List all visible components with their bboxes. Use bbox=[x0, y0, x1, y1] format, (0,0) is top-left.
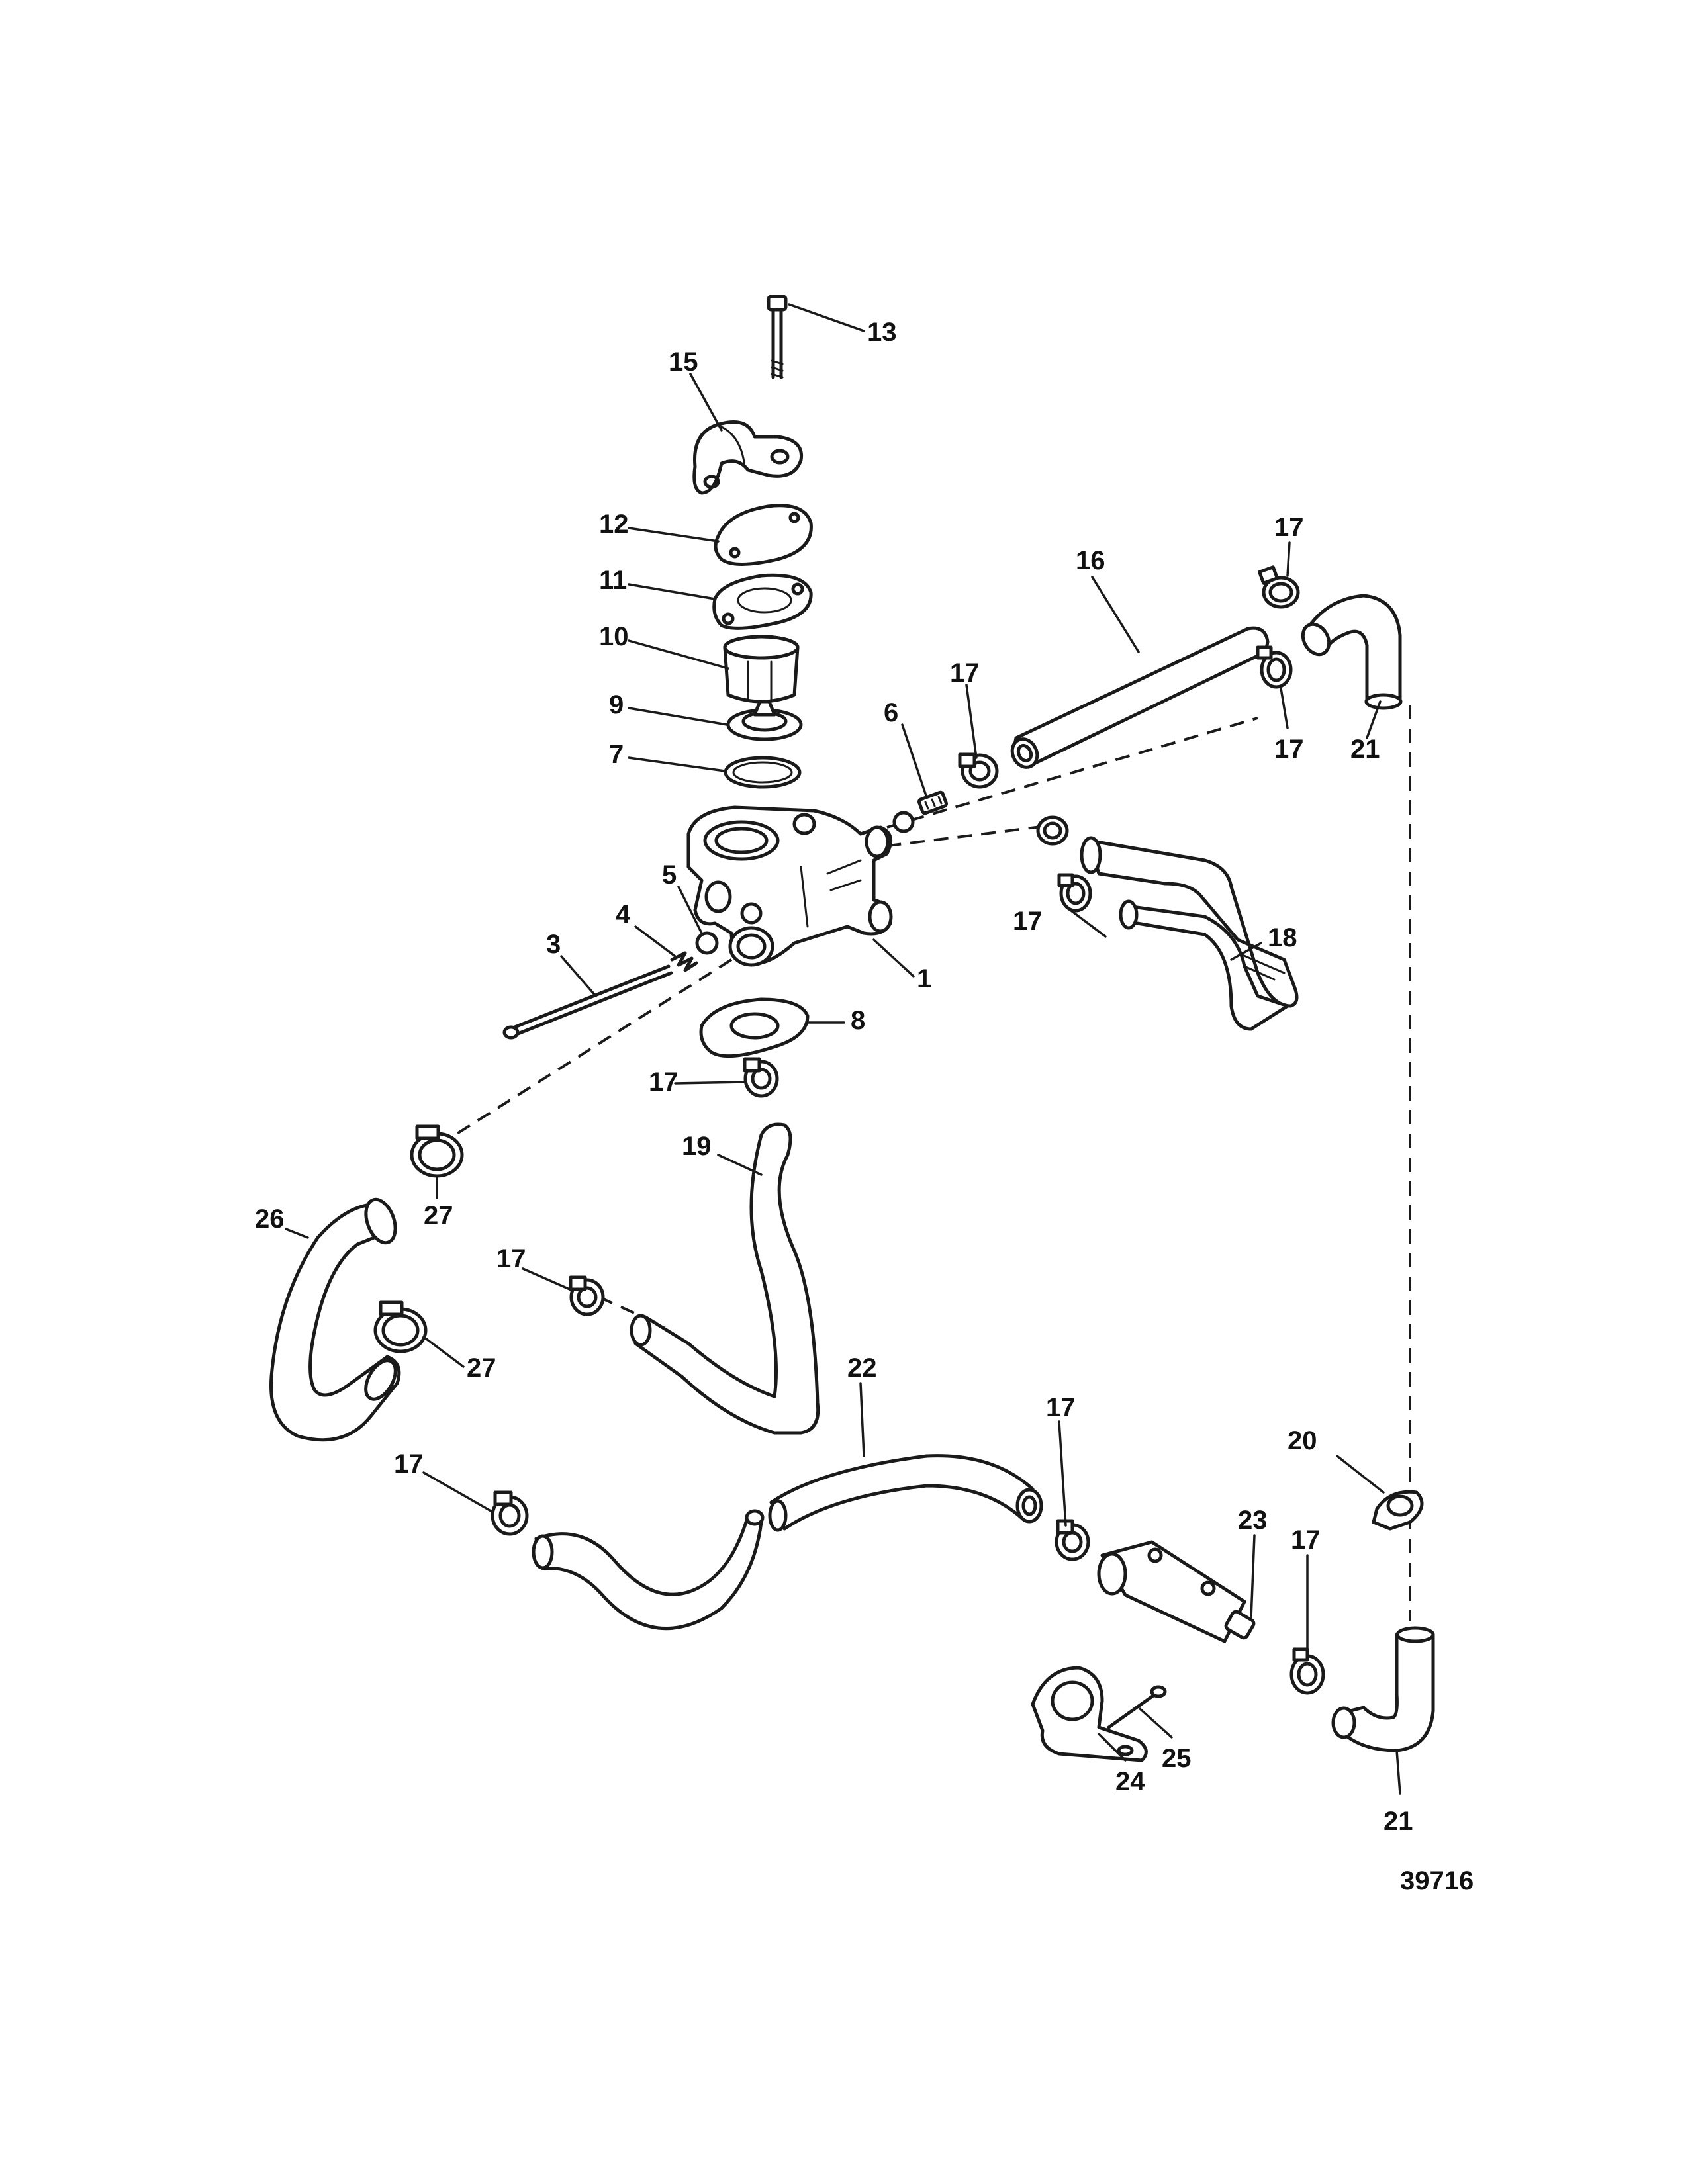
callout-17: 17 bbox=[1013, 907, 1043, 936]
clamp-group bbox=[491, 565, 1325, 1695]
callout-15: 15 bbox=[669, 347, 698, 377]
part-15-bracket bbox=[692, 420, 804, 495]
figure-number: 39716 bbox=[1400, 1866, 1474, 1895]
part-10-sleeve bbox=[723, 635, 800, 704]
part-17-clamp bbox=[1057, 873, 1092, 913]
part-8-gasket bbox=[699, 997, 810, 1058]
part-3-rod bbox=[502, 964, 673, 1040]
part-26-hose bbox=[269, 1197, 401, 1442]
part-19-hose bbox=[630, 1122, 820, 1435]
callout-16: 16 bbox=[1076, 546, 1105, 575]
callout-3: 3 bbox=[546, 930, 561, 959]
callout-1: 1 bbox=[917, 964, 931, 993]
part-17-clamp bbox=[569, 1275, 605, 1316]
callout-17: 17 bbox=[950, 659, 980, 688]
callout-26: 26 bbox=[255, 1205, 285, 1234]
callout-21: 21 bbox=[1350, 735, 1380, 764]
part-20-clip bbox=[1372, 1490, 1424, 1531]
part-21-elbow-hose-bottom bbox=[1331, 1626, 1435, 1752]
callout-17: 17 bbox=[1291, 1525, 1321, 1555]
callout-22: 22 bbox=[847, 1353, 877, 1383]
callout-17: 17 bbox=[1046, 1393, 1076, 1422]
callout-labels: 13 15 12 11 10 9 7 6 5 4 3 1 8 17 19 26 … bbox=[255, 318, 1413, 1836]
part-21-elbow-hose-top bbox=[1301, 594, 1403, 710]
part-9-thermostat bbox=[726, 700, 803, 741]
callout-9: 9 bbox=[609, 690, 624, 719]
part-13-bolt bbox=[767, 295, 788, 379]
part-lower-hose bbox=[532, 1509, 765, 1630]
part-17-clamp bbox=[958, 752, 999, 789]
callout-27: 27 bbox=[424, 1201, 453, 1230]
callout-17: 17 bbox=[496, 1244, 526, 1273]
callout-11: 11 bbox=[599, 566, 627, 595]
callout-6: 6 bbox=[884, 698, 898, 727]
callout-23: 23 bbox=[1238, 1506, 1268, 1535]
callout-12: 12 bbox=[599, 510, 629, 539]
part-27-clamp bbox=[373, 1300, 428, 1353]
callout-21: 21 bbox=[1383, 1807, 1413, 1836]
part-17-clamp bbox=[1258, 565, 1300, 609]
callout-24: 24 bbox=[1115, 1767, 1145, 1796]
callout-17: 17 bbox=[1274, 513, 1304, 542]
part-17-clamp bbox=[1036, 815, 1069, 846]
callout-19: 19 bbox=[682, 1132, 712, 1161]
part-4-spring bbox=[670, 951, 698, 972]
part-24-bracket bbox=[1031, 1666, 1148, 1762]
part-18-hose bbox=[1080, 836, 1299, 1031]
callout-20: 20 bbox=[1288, 1426, 1317, 1455]
callout-27: 27 bbox=[467, 1353, 496, 1383]
callout-17: 17 bbox=[394, 1449, 424, 1479]
part-11-gasket bbox=[712, 573, 813, 630]
callout-17: 17 bbox=[649, 1068, 679, 1097]
part-17-clamp bbox=[1256, 645, 1293, 689]
part-27-clamp bbox=[410, 1124, 464, 1178]
callout-7: 7 bbox=[609, 740, 624, 769]
part-7-o-ring bbox=[724, 756, 802, 789]
part-17-clamp bbox=[1055, 1519, 1090, 1561]
part-1-thermostat-housing bbox=[686, 805, 893, 967]
part-17-clamp bbox=[743, 1057, 779, 1098]
part-5-ball bbox=[695, 931, 719, 955]
part-17-clamp bbox=[1289, 1647, 1325, 1695]
callout-25: 25 bbox=[1162, 1744, 1192, 1773]
leader-lines bbox=[285, 303, 1401, 1795]
callout-17: 17 bbox=[1274, 735, 1304, 764]
callout-5: 5 bbox=[662, 860, 677, 889]
callout-4: 4 bbox=[616, 900, 631, 929]
callout-18: 18 bbox=[1268, 923, 1297, 952]
part-23-fitting bbox=[1097, 1540, 1256, 1643]
callout-10: 10 bbox=[599, 622, 629, 651]
part-22-hose bbox=[768, 1454, 1043, 1532]
callout-8: 8 bbox=[851, 1006, 865, 1035]
part-12-cover bbox=[714, 504, 813, 566]
callout-13: 13 bbox=[867, 318, 897, 347]
part-17-clamp bbox=[491, 1490, 529, 1536]
part-25-screw bbox=[1107, 1685, 1167, 1729]
